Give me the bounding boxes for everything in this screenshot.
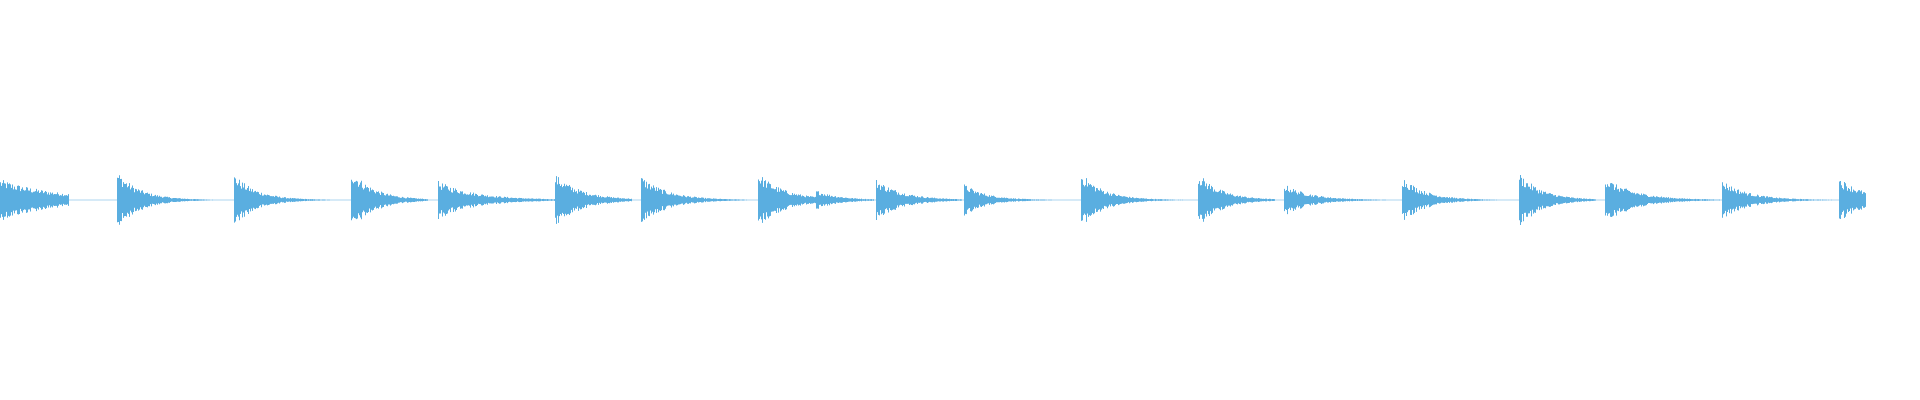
waveform-peaks (0, 174, 1866, 226)
